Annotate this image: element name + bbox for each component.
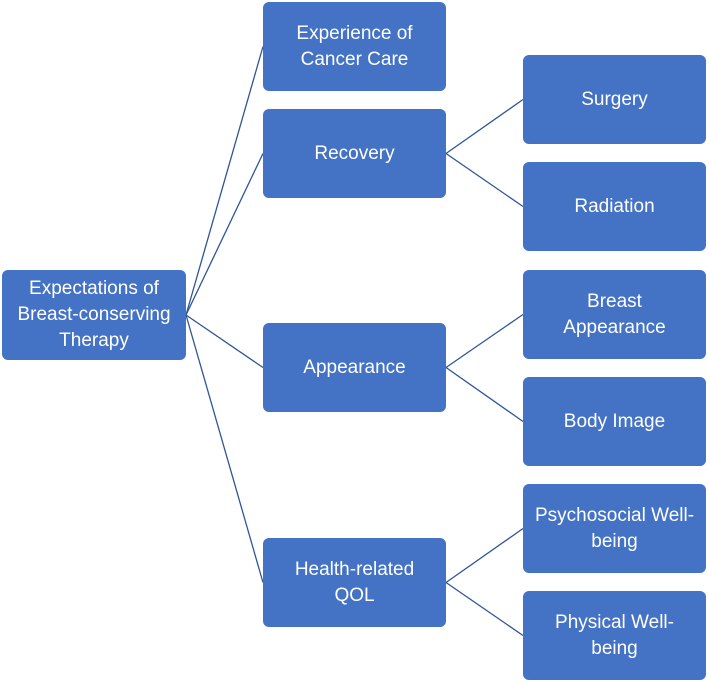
node-health-related-qol: Health-related QOL <box>263 538 446 627</box>
node-surgery: Surgery <box>523 55 706 144</box>
node-radiation: Radiation <box>523 162 706 251</box>
connector-recovery-radiation <box>445 152 524 208</box>
node-label: Expectations of Breast-conserving Therap… <box>17 278 171 351</box>
connector-root-experience <box>185 46 264 316</box>
node-label: Experience of Cancer Care <box>296 22 413 70</box>
connector-root-hrqol <box>185 314 264 583</box>
node-body-image: Body Image <box>523 377 706 466</box>
node-label: Surgery <box>581 88 648 110</box>
node-label: Health-related QOL <box>294 558 415 606</box>
node-label: Radiation <box>574 195 655 217</box>
node-physical-well-being: Physical Well- being <box>523 591 706 680</box>
node-psychosocial-well-being: Psychosocial Well- being <box>523 484 706 573</box>
node-breast-appearance: Breast Appearance <box>523 270 706 359</box>
node-label: Recovery <box>314 142 395 164</box>
node-expectations-of-breast-conserving-therapy: Expectations of Breast-conserving Therap… <box>2 270 186 360</box>
node-label: Breast Appearance <box>563 290 666 338</box>
node-label: Body Image <box>563 410 666 432</box>
node-recovery: Recovery <box>263 109 446 198</box>
connector-root-appearance <box>185 314 264 369</box>
connector-appearance-body_image <box>445 366 524 423</box>
connector-root-recovery <box>185 153 264 316</box>
connector-hrqol-psychosocial <box>445 527 524 584</box>
node-label: Psychosocial Well- being <box>534 504 695 552</box>
node-label: Physical Well- being <box>555 611 674 659</box>
connector-hrqol-physical <box>445 581 524 637</box>
connector-recovery-surgery <box>445 98 524 155</box>
node-label: Appearance <box>303 356 406 378</box>
connector-appearance-breast_appearance <box>445 313 524 369</box>
node-experience-of-cancer-care: Experience of Cancer Care <box>263 2 446 91</box>
node-appearance: Appearance <box>263 323 446 412</box>
